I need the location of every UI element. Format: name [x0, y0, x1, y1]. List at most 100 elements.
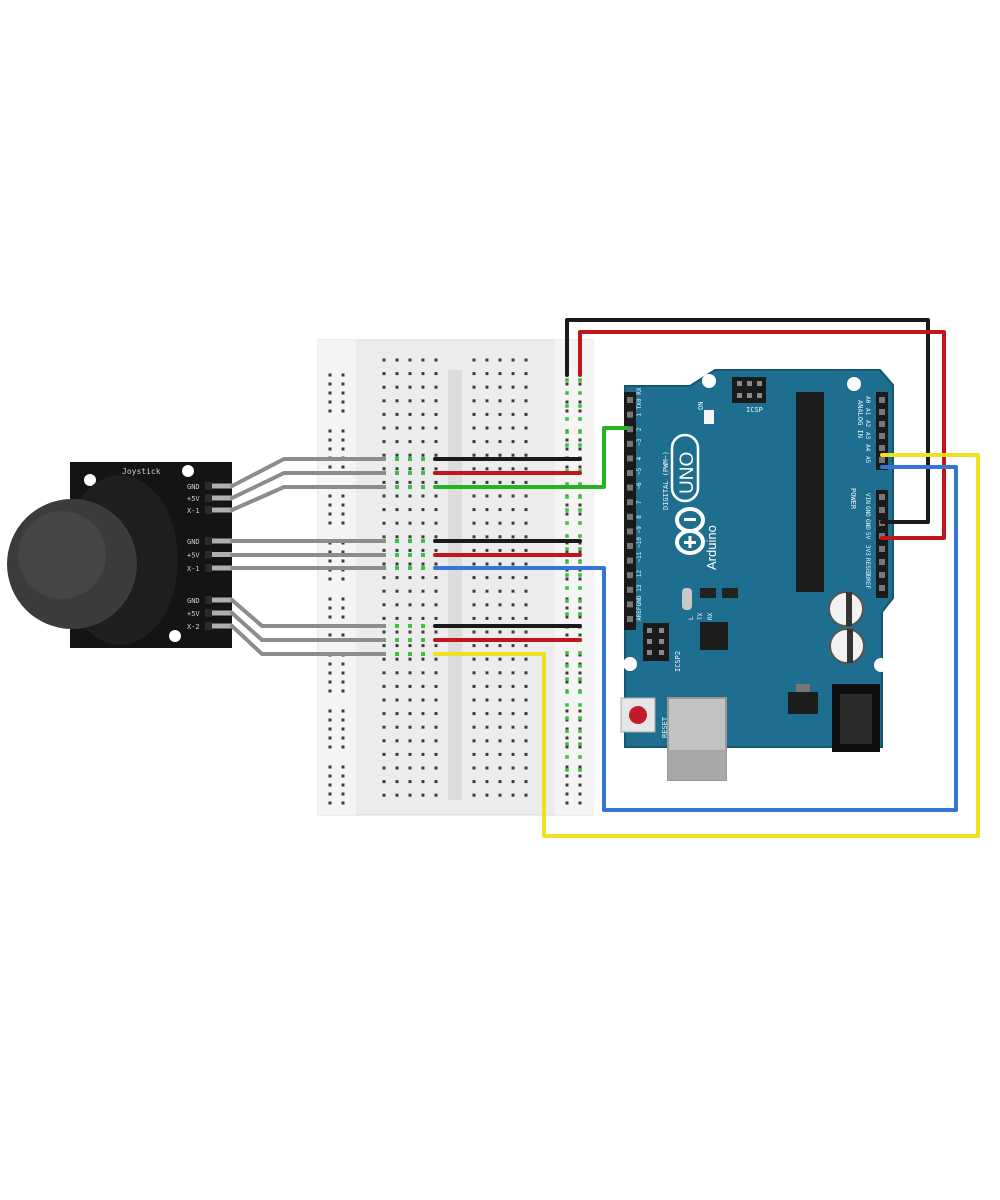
rail-hole [565, 512, 569, 516]
breadboard-hole [408, 671, 412, 675]
rail-hole [565, 765, 569, 769]
rail-hole [328, 783, 332, 787]
wire-gray [230, 471, 386, 500]
digital-pin [627, 528, 633, 535]
used-rail-hole [565, 560, 569, 564]
breadboard-hole [434, 480, 438, 484]
used-rail-hole [565, 742, 569, 746]
breadboard-hole [382, 399, 386, 403]
breadboard-hole [472, 372, 476, 376]
joystick-header-base [205, 622, 212, 630]
breadboard-hole [485, 616, 489, 620]
joystick-header-pin [212, 565, 232, 571]
breadboard-hole [524, 644, 528, 648]
analog-in-label: ANALOG IN [856, 400, 864, 438]
breadboard-hole [524, 589, 528, 593]
power-pin-label: RESET [864, 558, 871, 576]
breadboard-hole [434, 358, 438, 362]
breadboard-hole [382, 616, 386, 620]
rail-hole [328, 774, 332, 778]
breadboard-hole [382, 752, 386, 756]
breadboard-hole [434, 548, 438, 552]
breadboard-hole [498, 467, 502, 471]
joystick-header-pin [212, 538, 232, 544]
rail-hole [578, 736, 582, 740]
breadboard-hole [421, 603, 425, 607]
rail-hole [328, 615, 332, 619]
rail-hole [565, 736, 569, 740]
used-hole [395, 539, 399, 543]
breadboard-hole [498, 535, 502, 539]
breadboard-hole [511, 739, 515, 743]
breadboard-hole [511, 426, 515, 430]
breadboard-hole [498, 385, 502, 389]
breadboard-hole [485, 426, 489, 430]
breadboard-hole [408, 562, 412, 566]
breadboard-hole [408, 358, 412, 362]
joystick-title: Joystick [122, 467, 161, 476]
digital-pin [627, 586, 633, 593]
breadboard-hole [511, 698, 515, 702]
wires [230, 318, 980, 838]
digital-pin-label: 1 TX [636, 402, 643, 417]
breadboard-hole [485, 589, 489, 593]
breadboard-hole [524, 480, 528, 484]
breadboard-hole [498, 548, 502, 552]
breadboard-hole [382, 576, 386, 580]
breadboard-hole [421, 508, 425, 512]
breadboard-hole [408, 752, 412, 756]
breadboard-hole [421, 739, 425, 743]
used-rail-hole [578, 521, 582, 525]
used-rail-hole [565, 495, 569, 499]
analog-pin-label: A0 [864, 396, 871, 404]
breadboard-hole [408, 453, 412, 457]
joystick-knob [7, 475, 178, 645]
breadboard-hole [395, 684, 399, 688]
used-hole [408, 553, 412, 557]
breadboard-hole [395, 453, 399, 457]
breadboard-hole [382, 766, 386, 770]
tx-label: TX [697, 612, 704, 620]
power-header [876, 490, 888, 598]
breadboard-hole [395, 766, 399, 770]
breadboard-hole [395, 548, 399, 552]
rail-hole [328, 792, 332, 796]
breadboard-hole [498, 494, 502, 498]
rail-hole [565, 745, 569, 749]
breadboard-hole [498, 630, 502, 634]
breadboard-hole [511, 358, 515, 362]
joystick-mount-hole [169, 630, 181, 642]
rail-hole [341, 550, 345, 554]
breadboard-hole [421, 358, 425, 362]
digital-pin-label: GND [636, 595, 643, 606]
joystick-header-pin [212, 552, 232, 557]
breadboard-hole [421, 494, 425, 498]
breadboard-hole [395, 630, 399, 634]
used-hole [421, 457, 425, 461]
breadboard-hole [498, 426, 502, 430]
joystick-mount-hole [84, 474, 96, 486]
breadboard-hole [395, 657, 399, 661]
breadboard-hole [395, 793, 399, 797]
power-pin [879, 507, 885, 513]
used-rail-hole [565, 547, 569, 551]
mounting-hole [623, 657, 637, 671]
breadboard-hole [524, 467, 528, 471]
rail-hole [565, 400, 569, 404]
joystick-header-base [205, 482, 212, 490]
breadboard-hole [408, 712, 412, 716]
used-rail-hole [578, 404, 582, 408]
breadboard-hole [511, 521, 515, 525]
breadboard-hole [408, 440, 412, 444]
joystick-header-pin [212, 610, 232, 616]
breadboard-hole [421, 535, 425, 539]
joystick-header-base [205, 506, 212, 514]
breadboard-hole [472, 725, 476, 729]
l-label: L [688, 616, 695, 620]
breadboard [317, 339, 594, 816]
breadboard-hole [524, 725, 528, 729]
icsp-header [732, 377, 766, 403]
rail-hole [341, 391, 345, 395]
breadboard-hole [485, 603, 489, 607]
